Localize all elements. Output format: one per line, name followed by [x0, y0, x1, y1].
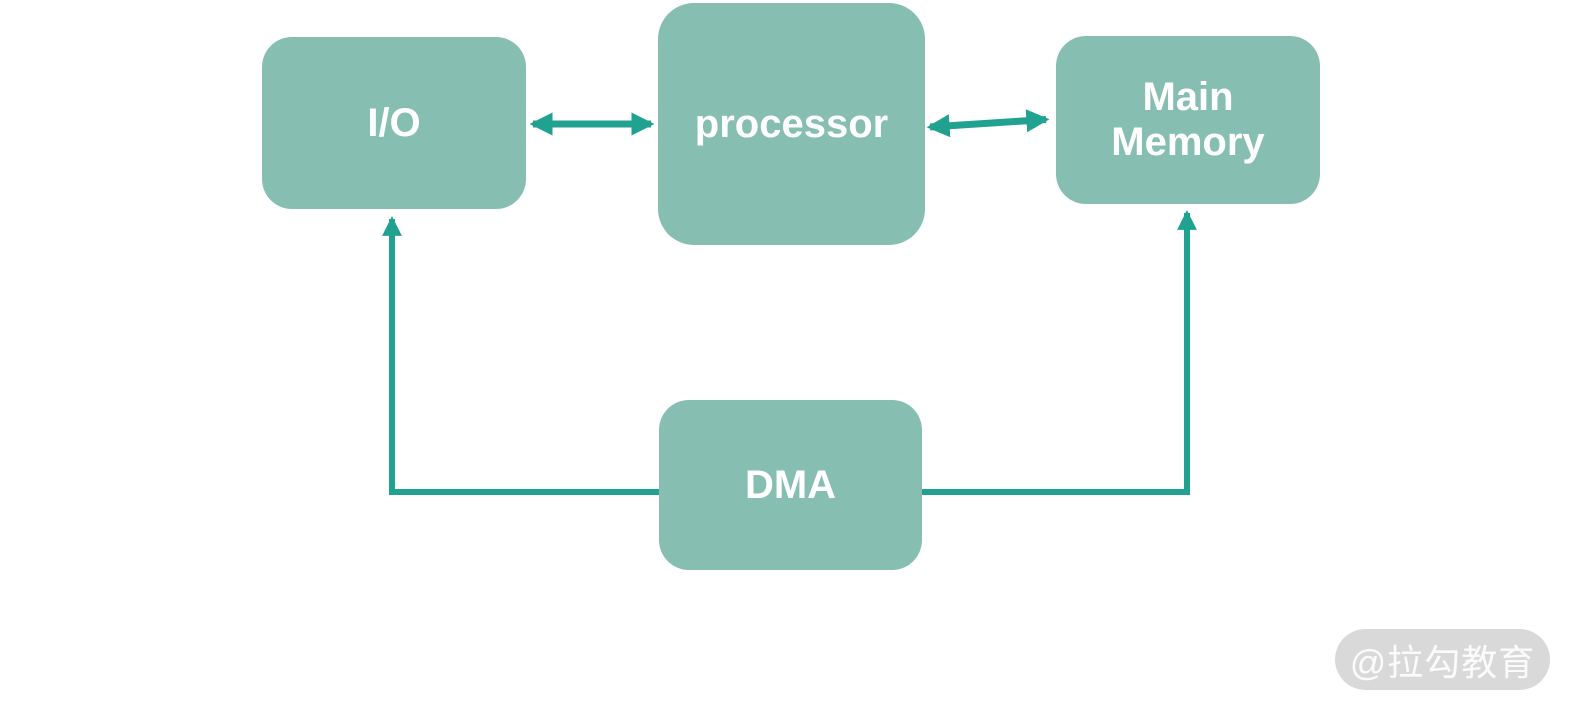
- node-main-memory: Main Memory: [1056, 36, 1320, 204]
- watermark-text: @拉勾教育: [1349, 641, 1536, 683]
- watermark-badge: @拉勾教育: [1335, 629, 1550, 690]
- connector-processor-memory-double-arrow: [926, 109, 1050, 138]
- node-main-memory-label: Main Memory: [1111, 75, 1265, 164]
- node-io: I/O: [262, 37, 526, 209]
- node-dma: DMA: [659, 400, 922, 570]
- node-processor-label: processor: [694, 101, 889, 146]
- connector-dma-memory-arrow: [922, 210, 1197, 495]
- node-processor: processor: [658, 3, 925, 245]
- node-dma-label: DMA: [744, 462, 837, 507]
- node-io-label: I/O: [367, 100, 421, 145]
- connector-dma-io-arrow: [382, 216, 659, 495]
